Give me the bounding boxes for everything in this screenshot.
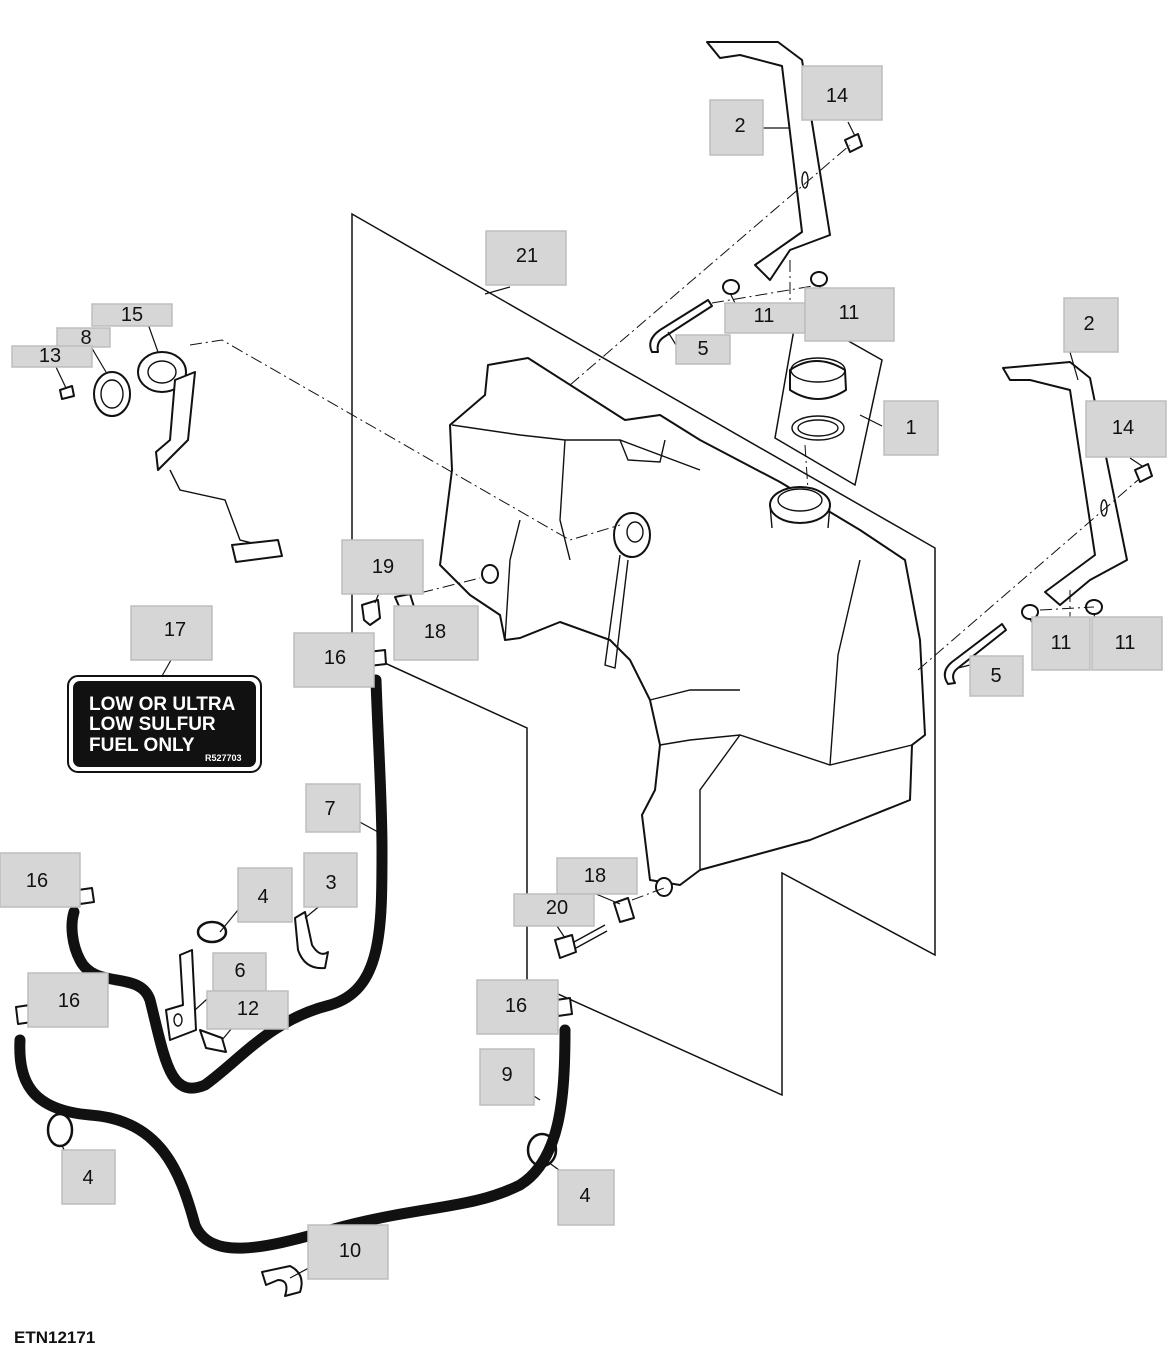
callout-2-upper: 2 (709, 99, 764, 156)
svg-text:12: 12 (237, 998, 259, 1020)
svg-text:18: 18 (424, 621, 446, 643)
j-bolt-upper (649, 299, 713, 353)
svg-text:20: 20 (546, 897, 568, 919)
j-bolt-lower (943, 623, 1007, 685)
callout-7: 7 (305, 783, 361, 833)
strap-bolt-upper (844, 133, 863, 153)
callout-14-lower: 14 (1085, 400, 1167, 458)
hose-clamp-4b (46, 1112, 74, 1148)
svg-text:1: 1 (905, 417, 916, 439)
svg-text:4: 4 (257, 886, 268, 908)
hose-bracket-3 (294, 911, 329, 970)
callout-12: 12 (206, 990, 289, 1030)
figure-id: ETN12171 (14, 1328, 96, 1347)
assembly-lines (189, 144, 1139, 901)
svg-text:17: 17 (164, 619, 186, 641)
callout-4-b: 4 (61, 1149, 116, 1205)
callout-19: 19 (341, 539, 424, 595)
callout-21: 21 (485, 230, 567, 286)
decal-line-1: LOW OR ULTRA (89, 694, 236, 715)
callout-5-lower: 5 (969, 655, 1024, 697)
callout-15: 15 (91, 303, 173, 327)
callout-6: 6 (212, 952, 267, 992)
svg-text:2: 2 (1083, 313, 1094, 335)
callout-11-d: 11 (1091, 616, 1163, 671)
svg-text:15: 15 (121, 304, 143, 326)
svg-text:4: 4 (579, 1185, 590, 1207)
svg-text:5: 5 (697, 338, 708, 360)
callout-11-a: 11 (724, 302, 806, 334)
strap-bolt-lower (1134, 463, 1153, 483)
callout-3: 3 (303, 852, 358, 908)
callout-13: 13 (11, 345, 93, 368)
bracket-bolt-12 (199, 1029, 227, 1053)
svg-text:8: 8 (80, 327, 91, 349)
tank-strap-lower (1002, 361, 1128, 606)
callout-5-upper: 5 (675, 334, 731, 365)
filler-cap-group (774, 310, 883, 487)
svg-text:9: 9 (501, 1064, 512, 1086)
svg-text:16: 16 (58, 990, 80, 1012)
hose-clamp-4a (196, 920, 228, 944)
mounting-bracket-6 (165, 949, 197, 1041)
callout-20: 20 (513, 893, 595, 927)
callout-2-lower: 2 (1063, 297, 1119, 353)
svg-text:11: 11 (754, 305, 775, 327)
svg-text:5: 5 (990, 665, 1001, 687)
fuel-tank (439, 357, 926, 897)
nut-1 (722, 279, 740, 295)
svg-text:10: 10 (339, 1240, 361, 1262)
hose-clamp-4c (526, 1132, 558, 1168)
callout-1: 1 (883, 400, 939, 456)
callout-11-b: 11 (804, 287, 895, 342)
decal-part-number: R527703 (205, 753, 242, 763)
svg-text:6: 6 (234, 960, 245, 982)
svg-text:4: 4 (82, 1167, 93, 1189)
callout-16-c: 16 (27, 972, 109, 1028)
svg-text:13: 13 (39, 345, 61, 367)
sender-screw (59, 385, 75, 400)
svg-text:16: 16 (505, 995, 527, 1017)
svg-text:11: 11 (1115, 632, 1136, 654)
decal-line-3: FUEL ONLY (89, 735, 195, 756)
svg-text:2: 2 (734, 115, 745, 137)
callout-16-a: 16 (293, 632, 375, 688)
svg-text:11: 11 (1051, 632, 1072, 654)
fitting-20 (554, 924, 608, 959)
callout-16-d: 16 (476, 979, 559, 1035)
svg-text:18: 18 (584, 865, 606, 887)
sender-gasket (93, 371, 131, 417)
callout-17: 17 (130, 605, 213, 661)
callout-4-a: 4 (237, 867, 293, 923)
decal-line-2: LOW SULFUR (89, 714, 216, 735)
callout-4-c: 4 (557, 1169, 615, 1226)
svg-text:14: 14 (1112, 417, 1134, 439)
callout-18-lower: 18 (556, 857, 638, 895)
fuel-hose-return (14, 1024, 571, 1254)
svg-text:3: 3 (325, 872, 336, 894)
svg-text:7: 7 (324, 798, 335, 820)
svg-text:11: 11 (839, 302, 860, 324)
svg-text:16: 16 (324, 647, 346, 669)
callout-18-upper: 18 (393, 605, 479, 661)
fuel-warning-decal: LOW OR ULTRA LOW SULFUR FUEL ONLY R52770… (67, 675, 262, 773)
svg-text:21: 21 (516, 245, 538, 267)
callout-16-b: 16 (0, 852, 81, 908)
nut-2 (810, 271, 828, 287)
hose-bracket-10 (261, 1265, 303, 1297)
svg-text:19: 19 (372, 556, 394, 578)
callout-11-c: 11 (1031, 616, 1091, 671)
fuel-level-sender (137, 351, 283, 563)
callout-9: 9 (479, 1048, 535, 1106)
callout-14-upper: 14 (801, 65, 883, 121)
svg-text:16: 16 (26, 870, 48, 892)
svg-text:14: 14 (826, 85, 848, 107)
tank-strap-upper (706, 41, 831, 281)
callout-10: 10 (307, 1224, 389, 1280)
